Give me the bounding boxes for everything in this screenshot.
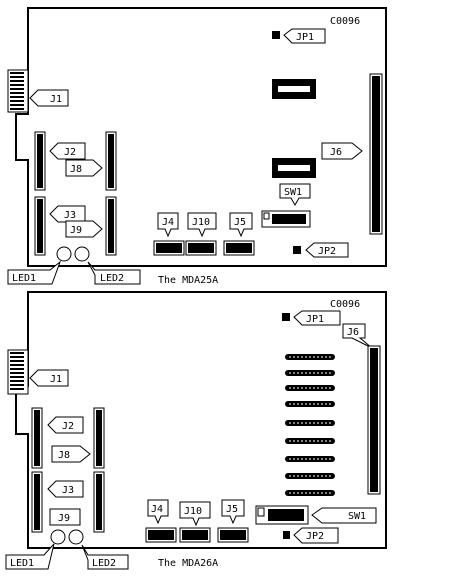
j1-callout xyxy=(29,369,69,387)
led2-callout xyxy=(87,261,141,285)
board-mda26a: C0096 JP1 J6 J1 J2 J3 J8 J9 J xyxy=(5,291,387,570)
jp1-jumper xyxy=(282,313,290,321)
edge-connector xyxy=(7,69,29,113)
figure-id: C0096 xyxy=(330,16,360,27)
jp2-callout xyxy=(293,527,339,544)
led2-label: LED2 xyxy=(92,558,116,569)
dip-chip xyxy=(272,158,316,178)
connector-finger xyxy=(10,352,24,354)
memory-chip-array xyxy=(285,354,335,496)
j8-label: J8 xyxy=(58,450,70,461)
dip-chip xyxy=(272,79,316,99)
led1-label: LED1 xyxy=(10,558,34,569)
led2-label: LED2 xyxy=(100,273,124,284)
j8-callout xyxy=(51,445,91,463)
connector-finger xyxy=(10,360,24,362)
connector-finger xyxy=(10,384,24,386)
j10-callout xyxy=(179,501,211,527)
sw1-callout xyxy=(279,183,311,207)
jp1-callout xyxy=(293,310,341,326)
j5-callout xyxy=(229,212,253,238)
j4-callout xyxy=(147,499,169,525)
connector-finger xyxy=(10,96,24,98)
j5-callout xyxy=(221,499,245,525)
j6-callout xyxy=(342,323,373,349)
connector-finger xyxy=(10,388,24,390)
led1-callout xyxy=(5,543,55,570)
j3-label: J3 xyxy=(62,485,74,496)
j2-label: J2 xyxy=(62,421,74,432)
j9-callout xyxy=(65,220,103,238)
connector-finger xyxy=(10,356,24,358)
connector-finger xyxy=(10,104,24,106)
j5-label: J5 xyxy=(234,217,246,228)
jp2-label: JP2 xyxy=(318,246,336,257)
connector-finger xyxy=(10,80,24,82)
j9-callout xyxy=(49,508,81,526)
j8-callout xyxy=(65,159,103,177)
led1-callout xyxy=(7,260,62,285)
connector-finger xyxy=(10,100,24,102)
jp1-jumper xyxy=(272,31,280,39)
edge-connector xyxy=(7,349,29,395)
connector-finger xyxy=(10,372,24,374)
j3-label: J3 xyxy=(64,210,76,221)
connector-finger xyxy=(10,108,24,110)
j10-label: J10 xyxy=(192,217,210,228)
j3-callout xyxy=(49,205,86,223)
j4-callout xyxy=(157,212,179,238)
j1-callout xyxy=(29,89,69,107)
figure-id: C0096 xyxy=(330,299,360,310)
j9-label: J9 xyxy=(70,225,82,236)
j4-label: J4 xyxy=(162,217,174,228)
jp1-label: JP1 xyxy=(296,32,314,43)
j2-callout xyxy=(47,416,84,434)
connector-finger xyxy=(10,92,24,94)
j1-label: J1 xyxy=(50,374,62,385)
jp2-label: JP2 xyxy=(306,531,324,542)
jp1-label: JP1 xyxy=(306,314,324,325)
connector-finger xyxy=(10,76,24,78)
j9-label: J9 xyxy=(58,513,70,524)
led1-label: LED1 xyxy=(12,273,36,284)
connector-finger xyxy=(10,88,24,90)
sw1-label: SW1 xyxy=(348,511,366,522)
j8-label: J8 xyxy=(70,164,82,175)
j2-callout xyxy=(49,142,86,160)
j6-callout xyxy=(321,142,363,160)
jp1-callout xyxy=(283,28,326,44)
jp2-jumper xyxy=(283,531,290,539)
caption: The MDA25A xyxy=(158,275,218,286)
j10-callout xyxy=(187,212,217,238)
j10-label: J10 xyxy=(184,506,202,517)
j6-label: J6 xyxy=(347,327,359,338)
j5-label: J5 xyxy=(226,504,238,515)
jp2-jumper xyxy=(293,246,301,254)
sw1-callout xyxy=(311,507,377,524)
sw1-label: SW1 xyxy=(284,187,302,198)
j1-label: J1 xyxy=(50,94,62,105)
connector-finger xyxy=(10,364,24,366)
led2 xyxy=(74,246,90,262)
connector-finger xyxy=(10,376,24,378)
j6-label: J6 xyxy=(330,147,342,158)
led1 xyxy=(50,529,66,545)
connector-finger xyxy=(10,380,24,382)
jp2-callout xyxy=(305,242,349,258)
j4-label: J4 xyxy=(151,504,163,515)
led2 xyxy=(68,529,84,545)
caption: The MDA26A xyxy=(158,558,218,569)
led1 xyxy=(56,246,72,262)
led2-callout xyxy=(81,544,129,570)
connector-finger xyxy=(10,368,24,370)
connector-finger xyxy=(10,84,24,86)
j2-label: J2 xyxy=(64,147,76,158)
connector-finger xyxy=(10,72,24,74)
board-mda25a: C0096 JP1 J1 J6 SW1 J2 xyxy=(7,7,387,286)
j3-callout xyxy=(47,480,84,498)
